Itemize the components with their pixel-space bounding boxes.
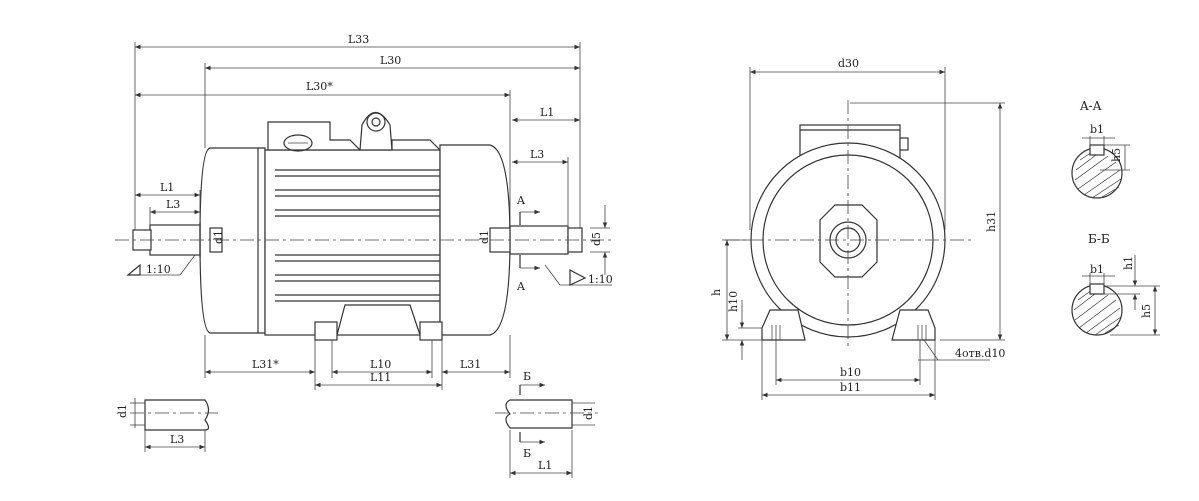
label-h1-bb: h1	[1122, 256, 1135, 270]
label-l1-top-right: L1	[540, 106, 554, 119]
front-feet	[761, 309, 936, 341]
label-l33: L33	[348, 33, 369, 46]
label-taper-right: 1:10	[588, 273, 613, 286]
label-d5: d5	[590, 232, 603, 246]
label-h: h	[710, 289, 723, 296]
label-l11: L11	[370, 371, 391, 384]
label-l31: L31	[460, 358, 481, 371]
label-taper-left: 1:10	[146, 263, 171, 276]
lifting-eye	[359, 111, 393, 151]
stator-body	[264, 149, 441, 336]
label-d1-detail-right: d1	[582, 406, 595, 420]
section-mark-b-upper: Б	[523, 370, 531, 383]
cooling-fins	[275, 169, 440, 302]
label-l30-star: L30*	[306, 80, 333, 93]
label-l3-left: L3	[166, 198, 180, 211]
section-mark-a-lower: A	[516, 280, 526, 293]
label-b11: b11	[840, 381, 861, 394]
label-l3-detail-left: L3	[170, 433, 184, 446]
terminal-box	[267, 121, 362, 151]
motor-feet	[314, 304, 443, 341]
label-b1-bb: b1	[1090, 263, 1104, 276]
label-d1-right: d1	[478, 230, 491, 244]
label-d1-detail-left: d1	[116, 404, 129, 418]
label-h10: h10	[727, 291, 740, 312]
side-view: L33 L30 L30*	[115, 33, 615, 390]
section-aa: A-A b1 h5	[1071, 99, 1130, 199]
front-hub	[819, 204, 878, 278]
section-title-bb: Б-Б	[1088, 232, 1110, 246]
shaft-detail-right: d1 Б Б L1	[495, 370, 598, 478]
label-l10: L10	[370, 358, 391, 371]
label-l1-left: L1	[160, 181, 174, 194]
label-h5-bb: h5	[1140, 304, 1153, 318]
shaft-detail-left: d1 L3	[116, 398, 218, 452]
label-l3-top-right: L3	[530, 148, 544, 161]
section-mark-a-upper: A	[516, 194, 526, 207]
label-l31-star: L31*	[252, 358, 279, 371]
label-d30: d30	[838, 57, 859, 70]
section-bb: Б-Б b1 h1 h5	[1071, 232, 1160, 336]
label-h31: h31	[985, 211, 998, 232]
label-b1-aa: b1	[1090, 123, 1104, 136]
label-holes: 4отв.d10	[955, 347, 1005, 360]
label-h5-aa: h5	[1110, 148, 1123, 162]
label-l1-detail-right: L1	[538, 459, 552, 472]
front-view: d30 h31	[710, 57, 1005, 400]
label-l30: L30	[380, 54, 401, 67]
label-d1-left: d1	[212, 230, 225, 244]
section-title-aa: A-A	[1079, 99, 1102, 113]
section-mark-b-lower: Б	[523, 447, 531, 460]
label-b10: b10	[840, 366, 861, 379]
